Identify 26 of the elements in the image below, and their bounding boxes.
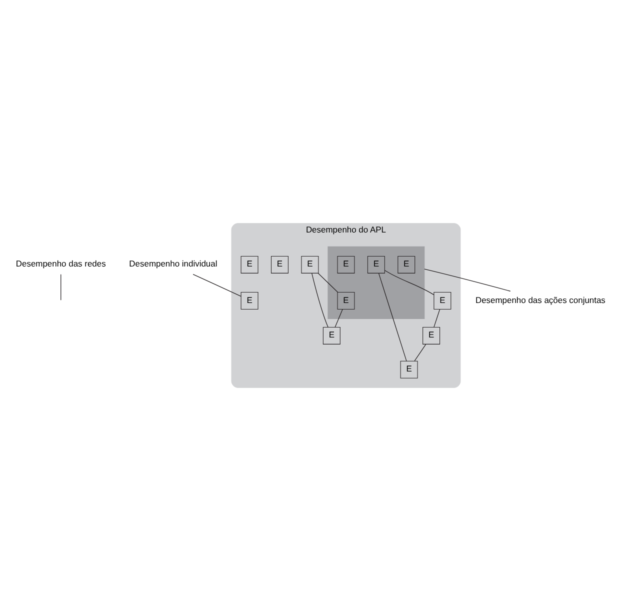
connector — [414, 343, 426, 361]
node-box: E — [400, 360, 418, 378]
connector — [424, 268, 511, 291]
connector — [434, 308, 440, 328]
node-box: E — [240, 255, 258, 273]
node-text: Desempenho individual — [129, 258, 218, 268]
node-text: Desempenho das ações conjuntas — [475, 294, 606, 304]
node-box: E — [337, 291, 355, 309]
connector — [318, 272, 338, 292]
node-box: E — [301, 255, 319, 273]
connector — [378, 272, 407, 361]
node-box: E — [240, 291, 258, 309]
node-box: E — [434, 291, 452, 309]
connector — [192, 274, 242, 296]
connector — [334, 308, 343, 328]
node-box: E — [271, 255, 288, 273]
node-text: Desempenho das redes — [16, 258, 106, 268]
node-box: E — [422, 326, 440, 344]
node-box: E — [398, 255, 416, 273]
connector — [60, 274, 62, 300]
cluster — [328, 246, 425, 319]
node-box: E — [337, 255, 355, 273]
connector — [312, 272, 328, 327]
node-box: E — [322, 326, 340, 344]
node-box: E — [367, 255, 385, 273]
connector — [384, 270, 434, 295]
